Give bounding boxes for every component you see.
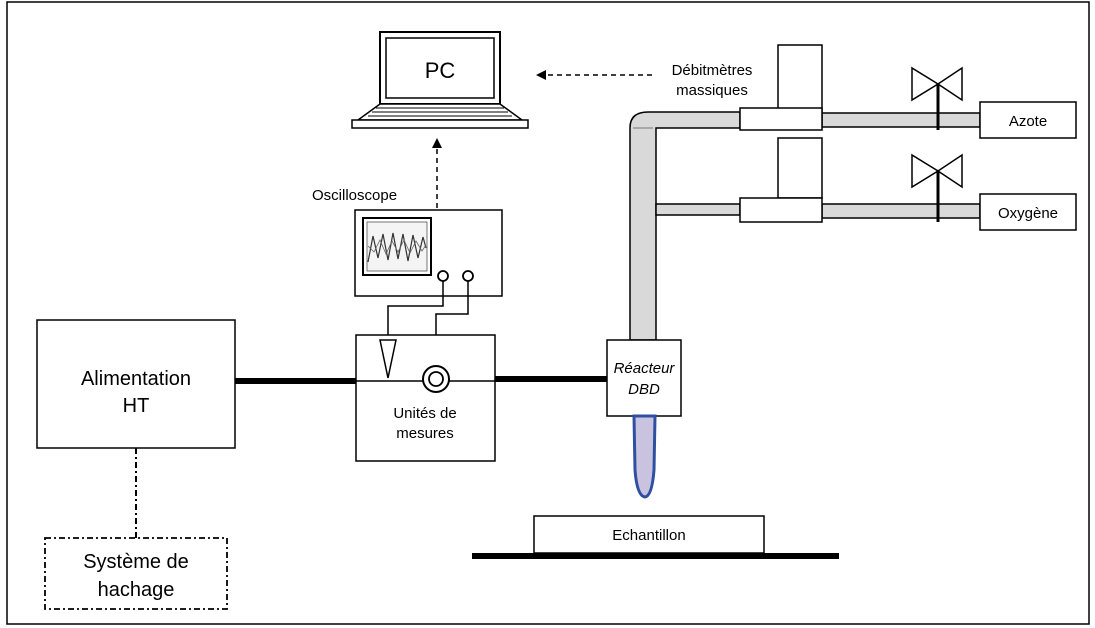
unites-label-line2: mesures [396, 425, 454, 442]
oxygene-box [979, 193, 1077, 231]
laptop-icon [351, 31, 529, 129]
oxygene-label: Oxygène [998, 205, 1058, 222]
diagram-frame [6, 1, 1090, 625]
valve-icon [911, 153, 963, 222]
azote-box [979, 101, 1077, 139]
unites-box [355, 334, 496, 462]
azote-label: Azote [1009, 113, 1047, 130]
probe-wire-voltage [387, 281, 444, 340]
alimentation-box [36, 319, 236, 449]
reacteur-label-line1: Réacteur [614, 360, 676, 377]
oscilloscope-icon [354, 209, 503, 297]
valve-icon [911, 66, 963, 130]
flowmeters-label-line1: Débitmètres [672, 62, 753, 79]
reacteur-box [606, 339, 682, 417]
hachage-box [44, 537, 228, 610]
flowmeter-azote [739, 44, 823, 131]
reacteur-label-line2: DBD [628, 381, 660, 398]
echantillon-label: Echantillon [612, 527, 685, 544]
alimentation-label-line2: HT [123, 395, 150, 417]
alimentation-label-line1: Alimentation [81, 368, 191, 390]
pc-label: PC [425, 58, 456, 83]
probe-icon [379, 339, 397, 379]
current-sensor-icon [422, 365, 450, 393]
oscilloscope-label: Oscilloscope [312, 187, 397, 204]
flowmeter-oxygene [739, 137, 823, 223]
flowmeters-label-line2: massiques [676, 82, 748, 99]
hachage-label-line1: Système de [83, 551, 189, 573]
hachage-label-line2: hachage [98, 579, 175, 601]
echantillon-box [533, 515, 765, 554]
unites-label-line1: Unités de [393, 405, 456, 422]
plasma-jet [632, 414, 657, 499]
